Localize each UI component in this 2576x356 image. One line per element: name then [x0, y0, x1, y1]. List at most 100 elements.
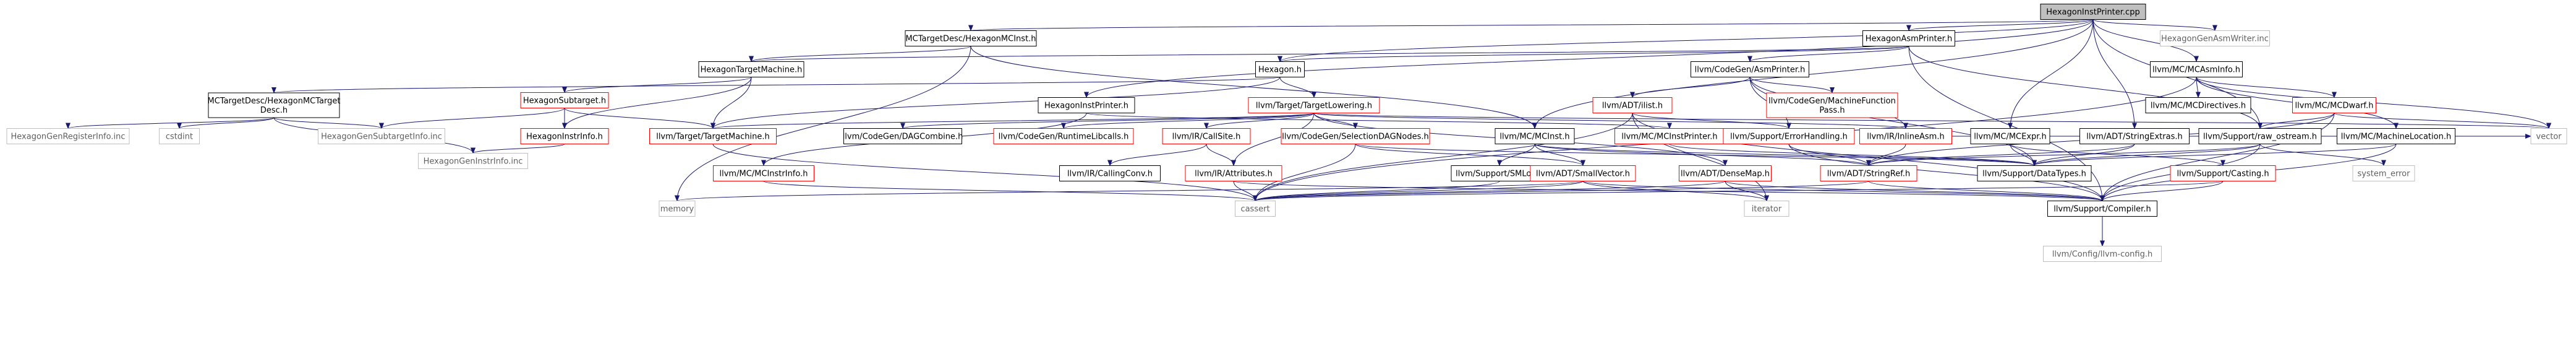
node-box [159, 128, 200, 144]
node-mcinst[interactable]: llvm/MC/MCInst.h [1495, 128, 1575, 144]
node-label: llvm/MC/MCExpr.h [1974, 132, 2047, 142]
node-box [713, 165, 814, 181]
node-label: llvm/ADT/SmallVector.h [1536, 170, 1630, 179]
node-label: HexagonInstPrinter.h [1044, 102, 1128, 111]
node-system_error[interactable]: system_error [2352, 165, 2415, 181]
node-targetmachine[interactable]: HexagonTargetMachine.h [698, 61, 804, 77]
node-asmprinter_h[interactable]: HexagonAsmPrinter.h [1862, 30, 1955, 46]
node-label: vector [2536, 132, 2562, 142]
edge-errorhandling-to-compiler [1788, 144, 2105, 202]
node-mctd_mcinst[interactable]: MCTargetDesc/HexagonMCInst.h [905, 30, 1037, 46]
node-instrinfo[interactable]: HexagonInstrInfo.h [520, 128, 609, 144]
node-box [2198, 128, 2322, 144]
node-hexagon_h[interactable]: Hexagon.h [1255, 61, 1305, 77]
edge-tlowering-to-inlineasm [1313, 113, 1908, 129]
node-runtimelibcalls[interactable]: llvm/CodeGen/RuntimeLibcalls.h [993, 128, 1134, 144]
node-dagcombine[interactable]: llvm/CodeGen/DAGCombine.h [843, 128, 963, 144]
node-box [2040, 4, 2146, 20]
node-machloc[interactable]: llvm/MC/MachineLocation.h [2337, 128, 2455, 144]
node-cstdint[interactable]: cstdint [159, 128, 200, 144]
node-label: llvm/IR/Attributes.h [1195, 170, 1273, 179]
node-stringref[interactable]: llvm/ADT/StringRef.h [1820, 165, 1917, 181]
edge-mcdwarf-to-vector [2334, 113, 2551, 129]
node-instprinter_h[interactable]: HexagonInstPrinter.h [1038, 97, 1135, 113]
node-label: llvm/ADT/ilist.h [1602, 102, 1663, 111]
node-box [2292, 97, 2376, 113]
node-label: llvm/Target/TargetLowering.h [1256, 102, 1372, 111]
node-callingconv[interactable]: llvm/IR/CallingConv.h [1059, 165, 1161, 181]
node-box [1744, 201, 1789, 217]
node-mcinstprinter[interactable]: llvm/MC/MCInstPrinter.h [1614, 128, 1725, 144]
edges-layer [66, 19, 2551, 247]
node-llvmconfig[interactable]: llvm/Config/llvm-config.h [2043, 246, 2162, 262]
node-box [1862, 30, 1955, 46]
node-memory[interactable]: memory [659, 201, 696, 217]
node-box [649, 128, 777, 144]
node-compiler[interactable]: llvm/Support/Compiler.h [2047, 201, 2157, 217]
edge-hexagon_h-to-tlowering [1279, 77, 1316, 98]
edge-root-to-hexagon_h [1277, 19, 2094, 63]
node-tlowering[interactable]: llvm/Target/TargetLowering.h [1248, 97, 1380, 113]
node-iterator[interactable]: iterator [1744, 201, 1789, 217]
node-mcexpr[interactable]: llvm/MC/MCExpr.h [1970, 128, 2050, 144]
node-mcdirectives[interactable]: llvm/MC/MCDirectives.h [2145, 97, 2251, 113]
node-label: llvm/MC/MCDirectives.h [2151, 102, 2246, 111]
edge-stringref-to-cassert [1253, 181, 1869, 202]
edge-densemap-to-compiler [1725, 181, 2105, 202]
edge-root-to-asmprinter_h [1906, 19, 2094, 32]
node-mcdwarf[interactable]: llvm/MC/MCDwarf.h [2292, 97, 2376, 113]
node-rawostream[interactable]: llvm/Support/raw_ostream.h [2198, 128, 2322, 144]
edge-mcdwarf-to-rawostream [2258, 113, 2335, 129]
node-attributes[interactable]: llvm/IR/Attributes.h [1185, 165, 1282, 181]
node-box [2160, 30, 2270, 46]
node-datatypes[interactable]: llvm/Support/DataTypes.h [1977, 165, 2092, 181]
node-inlineasm[interactable]: llvm/IR/InlineAsm.h [1859, 128, 1952, 144]
node-box [2530, 128, 2567, 144]
node-densemap[interactable]: llvm/ADT/DenseMap.h [1679, 165, 1772, 181]
node-box [1592, 97, 1673, 113]
node-box [1691, 61, 1809, 77]
node-label: llvm/ADT/StringRef.h [1827, 170, 1910, 179]
node-box [1614, 128, 1725, 144]
edge-stringextras-to-datatypes [2032, 144, 2135, 167]
node-vector[interactable]: vector [2530, 128, 2567, 144]
node-smallvector[interactable]: llvm/ADT/SmallVector.h [1530, 165, 1636, 181]
edge-mcinst-to-stringref [1534, 144, 1871, 167]
edge-casting-to-cassert [1253, 181, 2224, 202]
edge-hexagon_h-to-ttargetmachine [710, 77, 1281, 129]
node-callsite[interactable]: llvm/IR/CallSite.h [1162, 128, 1251, 144]
node-root[interactable]: HexagonInstPrinter.cpp [2040, 4, 2146, 20]
node-mcinstrinfo[interactable]: llvm/MC/MCInstrInfo.h [713, 165, 814, 181]
node-box [1495, 128, 1575, 144]
node-ilist[interactable]: llvm/ADT/ilist.h [1592, 97, 1673, 113]
node-mcasminfo[interactable]: llvm/MC/MCAsmInfo.h [2150, 61, 2243, 77]
node-box [520, 92, 609, 108]
node-label: llvm/CodeGen/MachineFunction [1768, 97, 1896, 106]
edge-root-to-mcasminfo [2092, 19, 2199, 63]
node-label: llvm/CodeGen/DAGCombine.h [843, 132, 963, 142]
node-subtarget[interactable]: HexagonSubtarget.h [520, 92, 609, 108]
node-ttargetmachine[interactable]: llvm/Target/TargetMachine.h [649, 128, 777, 144]
node-seldagnodes[interactable]: llvm/CodeGen/SelectionDAGNodes.h [1281, 128, 1430, 144]
node-errorhandling[interactable]: llvm/Support/ErrorHandling.h [1723, 128, 1855, 144]
edge-stringextras-to-stringref [1866, 144, 2135, 167]
edge-densemap-to-cassert [1253, 181, 1726, 202]
node-genreginfo[interactable]: HexagonGenRegisterInfo.inc [6, 128, 130, 144]
node-box [1038, 97, 1135, 113]
edge-root-to-mcexpr [2008, 19, 2094, 129]
node-label: llvm/MC/MachineLocation.h [2341, 132, 2451, 142]
node-casting[interactable]: llvm/Support/Casting.h [2170, 165, 2276, 181]
node-gensubinfo[interactable]: HexagonGenSubtargetInfo.inc [318, 128, 445, 144]
node-stringextras[interactable]: llvm/ADT/StringExtras.h [2079, 128, 2190, 144]
nodes-layer: HexagonInstPrinter.cppMCTargetDesc/Hexag… [6, 4, 2567, 262]
node-label: llvm/CodeGen/SelectionDAGNodes.h [1282, 132, 1428, 142]
node-genasmwriter[interactable]: HexagonGenAsmWriter.inc [2160, 30, 2270, 46]
node-box [2145, 97, 2251, 113]
edge-tlowering-to-ttargetmachine [710, 113, 1315, 129]
node-label: llvm/ADT/StringExtras.h [2086, 132, 2182, 142]
node-cg_asmprinter[interactable]: llvm/CodeGen/AsmPrinter.h [1691, 61, 1809, 77]
node-geninstrinfo[interactable]: HexagonGenInstrInfo.inc [418, 153, 528, 169]
node-cassert[interactable]: cassert [1235, 201, 1276, 217]
